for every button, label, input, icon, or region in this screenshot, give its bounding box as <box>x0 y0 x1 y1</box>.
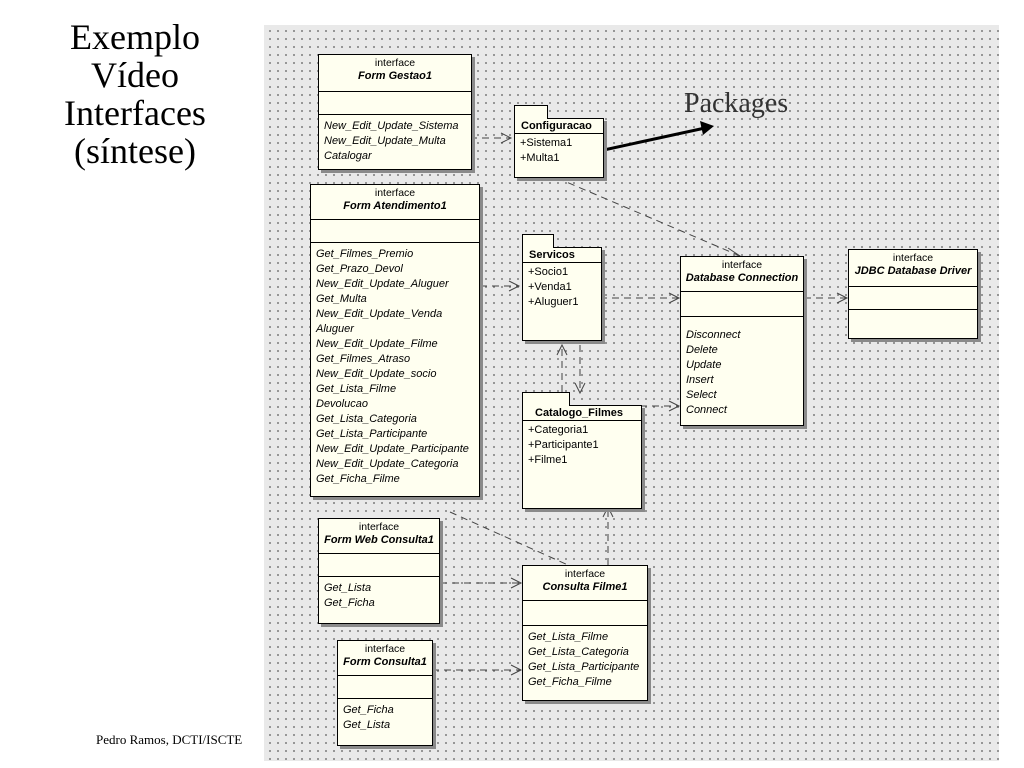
operation: Update <box>686 359 722 371</box>
stereotype-label: interface <box>721 259 763 271</box>
title-line: Vídeo <box>91 55 179 95</box>
interface-form-consulta[interactable]: interface Form Consulta1 Get_Ficha Get_L… <box>337 640 433 746</box>
interface-database-connection[interactable]: interface Database Connection Disconnect… <box>680 256 804 426</box>
operation: Get_Multa <box>316 293 367 305</box>
operation: Get_Prazo_Devol <box>316 263 403 275</box>
operation: New_Edit_Update_Sistema <box>324 120 459 132</box>
package-item: +Socio1 <box>528 266 569 278</box>
operation: Devolucao <box>316 398 368 410</box>
operation: Get_Lista_Categoria <box>528 646 629 658</box>
operation: New_Edit_Update_Filme <box>316 338 438 350</box>
package-item: +Participante1 <box>528 439 599 451</box>
operation: Get_Ficha_Filme <box>528 676 612 688</box>
operation: New_Edit_Update_Venda <box>316 308 443 320</box>
operation: Disconnect <box>686 329 741 341</box>
footer-credit: Pedro Ramos, DCTI/ISCTE <box>96 732 243 747</box>
slide-title: Exemplo Vídeo Interfaces (síntese) <box>30 18 240 170</box>
operation: Insert <box>686 374 714 386</box>
interface-jdbc-driver[interactable]: interface JDBC Database Driver <box>848 249 978 339</box>
stereotype-label: interface <box>374 187 416 199</box>
package-item: +Filme1 <box>528 454 568 466</box>
title-line: Interfaces <box>64 93 206 133</box>
stereotype-label: interface <box>364 643 406 655</box>
operation: Get_Lista_Categoria <box>316 413 417 425</box>
interface-name: Form Atendimento1 <box>343 200 447 212</box>
stereotype-label: interface <box>374 57 416 69</box>
interface-name: JDBC Database Driver <box>854 265 972 277</box>
operation: New_Edit_Update_Multa <box>324 135 446 147</box>
package-item: +Aluguer1 <box>528 296 579 308</box>
package-configuracao[interactable]: Configuracao +Sistema1 +Multa1 <box>514 105 604 178</box>
operation: Get_Lista_Filme <box>528 631 609 643</box>
operation: Get_Ficha_Filme <box>316 473 400 485</box>
operation: Select <box>686 389 717 401</box>
interface-name: Form Consulta1 <box>343 656 427 668</box>
operation: New_Edit_Update_Participante <box>316 443 469 455</box>
interface-consulta-filme[interactable]: interface Consulta Filme1 Get_Lista_Film… <box>522 565 648 701</box>
packages-annotation: Packages <box>684 88 789 119</box>
title-line: (síntese) <box>74 131 196 171</box>
package-catalogo-filmes[interactable]: Catalogo_Filmes +Categoria1 +Participant… <box>522 392 642 509</box>
operation: Get_Lista_Participante <box>316 428 428 440</box>
operation: Get_Ficha <box>324 597 375 609</box>
package-name: Catalogo_Filmes <box>523 406 641 421</box>
package-name: Servicos <box>523 248 601 263</box>
interface-form-web-consulta[interactable]: interface Form Web Consulta1 Get_Lista G… <box>318 518 440 624</box>
package-name: Configuracao <box>515 119 603 134</box>
package-item: +Categoria1 <box>528 424 589 436</box>
package-tab <box>514 105 548 119</box>
interface-name: Consulta Filme1 <box>542 581 628 593</box>
operation: Get_Lista_Filme <box>316 383 397 395</box>
package-item: +Multa1 <box>520 152 560 164</box>
operation: New_Edit_Update_socio <box>316 368 437 380</box>
interface-name: Database Connection <box>685 272 799 284</box>
interface-name: Form Gestao1 <box>358 70 432 82</box>
operation: Get_Lista <box>324 582 372 594</box>
operation: Connect <box>686 404 727 416</box>
package-tab <box>522 392 570 406</box>
operation: Aluguer <box>316 323 354 335</box>
package-item: +Venda1 <box>528 281 572 293</box>
operation: Catalogar <box>324 150 372 162</box>
operation: Get_Lista <box>343 719 391 731</box>
stereotype-label: interface <box>892 252 934 264</box>
operation: Get_Lista_Participante <box>528 661 640 673</box>
stereotype-label: interface <box>564 568 606 580</box>
package-item: +Sistema1 <box>520 137 573 149</box>
interface-form-gestao[interactable]: interface Form Gestao1 New_Edit_Update_S… <box>318 54 472 170</box>
operation: Get_Filmes_Premio <box>316 248 414 260</box>
title-line: Exemplo <box>70 17 200 57</box>
interface-form-atendimento[interactable]: interface Form Atendimento1 Get_Filmes_P… <box>310 184 480 497</box>
operation: New_Edit_Update_Categoria <box>316 458 459 470</box>
stereotype-label: interface <box>358 521 400 533</box>
operation: Get_Filmes_Atraso <box>316 353 411 365</box>
operation: Get_Ficha <box>343 704 394 716</box>
interface-name: Form Web Consulta1 <box>324 534 434 546</box>
operation: Delete <box>686 344 718 356</box>
operation: New_Edit_Update_Aluguer <box>316 278 449 290</box>
package-tab <box>522 234 554 248</box>
package-servicos[interactable]: Servicos +Socio1 +Venda1 +Aluguer1 <box>522 234 602 341</box>
